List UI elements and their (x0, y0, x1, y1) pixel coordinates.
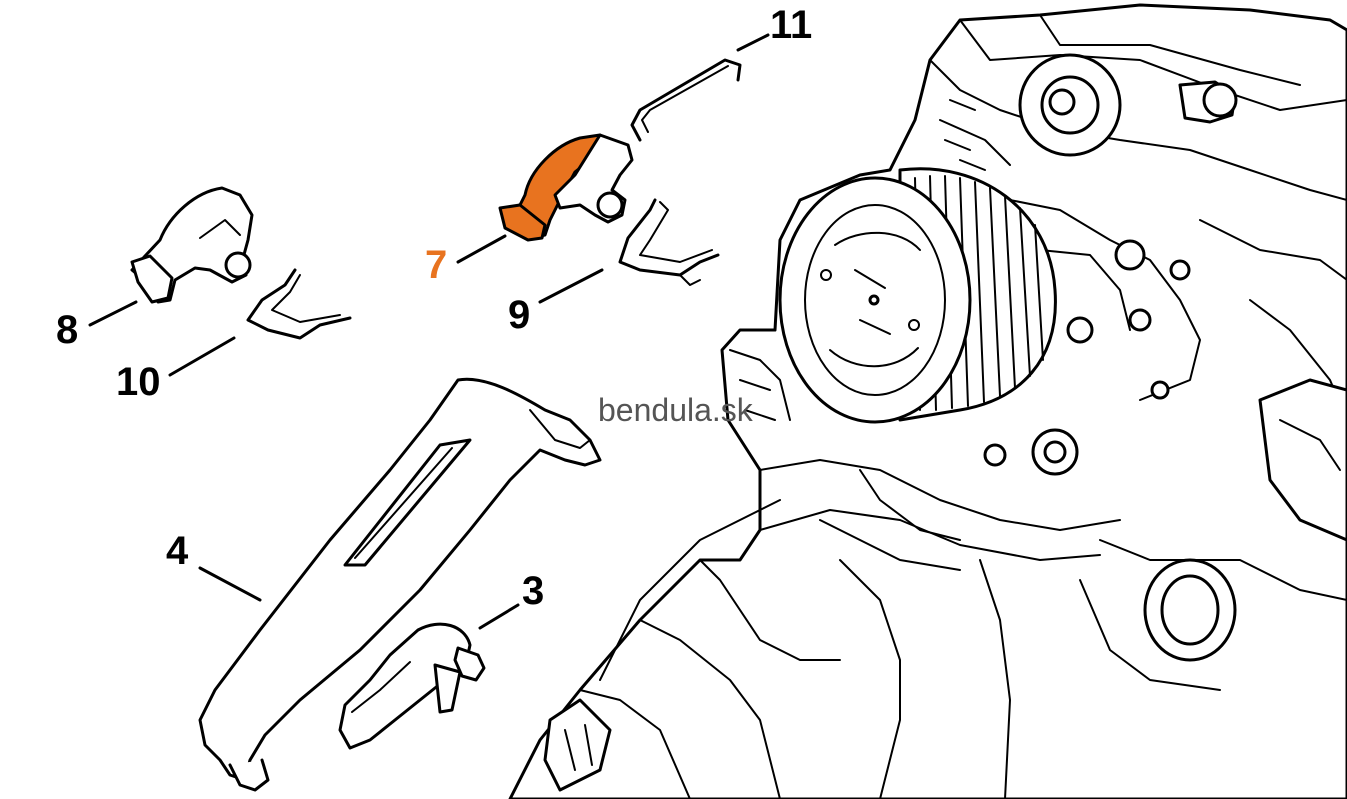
callout-8: 8 (56, 308, 78, 352)
air-filter-cover (778, 167, 1057, 424)
callout-4: 4 (166, 529, 189, 573)
part-3-lever (338, 622, 486, 750)
part-7-throttle-trigger (498, 133, 634, 242)
part-10-spring (246, 268, 352, 340)
watermark: bendula.sk (598, 392, 753, 428)
part-4-handle-molding (198, 377, 602, 792)
callout-10: 10 (116, 360, 161, 404)
part-11-wire-rod (630, 58, 742, 142)
leader-lines (88, 33, 770, 630)
callout-9: 9 (508, 293, 530, 337)
callout-11: 11 (770, 3, 812, 47)
part-9-spring (618, 198, 720, 286)
callout-7: 7 (425, 243, 447, 287)
callout-3: 3 (522, 569, 544, 613)
callout-labels: 11 7 9 8 10 4 3 (56, 3, 812, 613)
part-8-trigger-lock (130, 186, 254, 304)
